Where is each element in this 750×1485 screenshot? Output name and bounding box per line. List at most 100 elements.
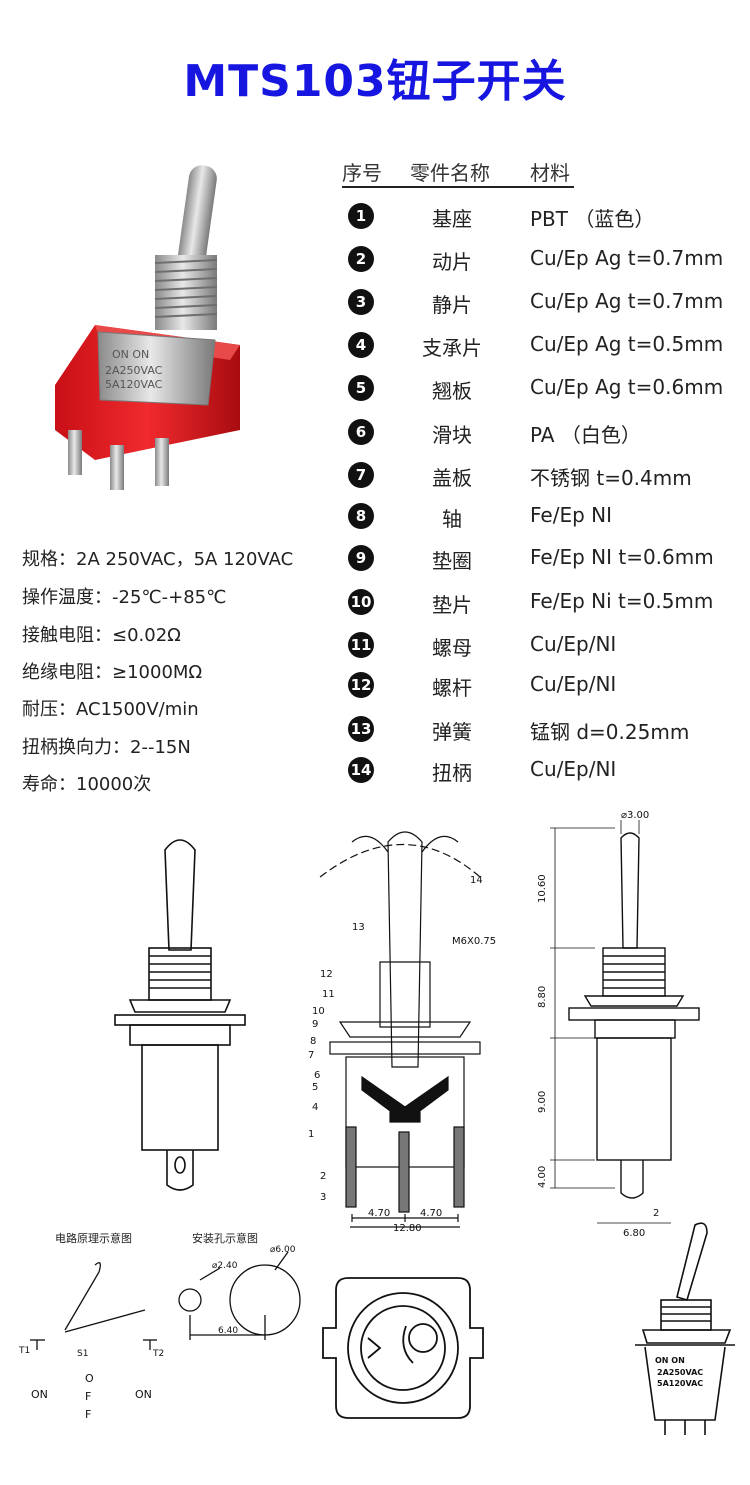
part-name: 动片: [432, 250, 472, 274]
part-material: PBT （蓝色）: [530, 207, 655, 231]
part-material: Cu/Ep Ag t=0.6mm: [530, 375, 724, 399]
side-view-drawing: ⌀3.00 10.60 8.80 9.00 4.00 2 6.80: [537, 810, 700, 1239]
part-material: Cu/Ep Ag t=0.5mm: [530, 332, 724, 356]
dim-body: 9.00: [537, 1091, 548, 1113]
part-name: 翘板: [432, 379, 472, 403]
part-material: Cu/Ep/NI: [530, 672, 617, 696]
dim-width: 6.80: [623, 1228, 645, 1239]
row-number: 2: [348, 246, 374, 272]
header-divider: [342, 186, 574, 188]
part-name: 垫片: [432, 593, 472, 617]
table-row: 11 螺母 Cu/Ep/NI: [0, 631, 750, 661]
mount-dim-small: ⌀2.40: [212, 1261, 238, 1271]
part-name: 垫圈: [432, 549, 472, 573]
part-label-1: 1: [308, 1129, 314, 1140]
terminal-s1: S1: [77, 1349, 88, 1359]
position-off-f1: F: [85, 1390, 91, 1403]
part-label-8: 8: [310, 1036, 316, 1047]
part-name: 扭柄: [432, 761, 472, 785]
row-number: 9: [348, 545, 374, 571]
mount-dim-large: ⌀6.00: [270, 1245, 296, 1255]
part-name: 滑块: [432, 423, 472, 447]
part-material: Cu/Ep/NI: [530, 757, 617, 781]
col-header-no: 序号: [342, 161, 382, 185]
part-label-2: 2: [320, 1171, 326, 1182]
table-row: 9 垫圈 Fe/Ep NI t=0.6mm: [0, 544, 750, 574]
spec-contact-resistance: 接触电阻：≤0.02Ω: [22, 625, 181, 646]
row-number: 11: [348, 632, 374, 658]
position-off-f2: F: [85, 1408, 91, 1421]
dim-small: 2: [653, 1208, 659, 1219]
part-label-9: 9: [312, 1019, 318, 1030]
iso-marking-1: ON ON: [655, 1356, 685, 1365]
part-name: 弹簧: [432, 720, 472, 744]
position-off-o: O: [85, 1372, 94, 1385]
isometric-drawing: ON ON 2A250VAC 5A120VAC: [635, 1222, 735, 1435]
top-view-drawing: [322, 1277, 484, 1419]
part-name: 轴: [442, 507, 462, 531]
part-material: Cu/Ep Ag t=0.7mm: [530, 246, 724, 270]
mount-dim-spacing: 6.40: [218, 1326, 238, 1336]
mounting-hole-diagram: ⌀2.40 ⌀6.00 6.40: [178, 1245, 301, 1340]
front-view-drawing: [114, 839, 246, 1191]
part-label-7: 7: [308, 1050, 314, 1061]
iso-marking-3: 5A120VAC: [657, 1379, 703, 1388]
terminal-t2: T2: [152, 1349, 164, 1359]
table-row: 6 滑块 PA （白色）: [0, 418, 750, 448]
row-number: 10: [348, 589, 374, 615]
table-row: 13 弹簧 锰钢 d=0.25mm: [0, 715, 750, 745]
spec-force: 扭柄换向力：2--15N: [22, 737, 191, 758]
col-header-name: 零件名称: [410, 161, 490, 185]
part-material: 锰钢 d=0.25mm: [530, 720, 690, 744]
spec-insulation: 绝缘电阻：≥1000MΩ: [22, 662, 203, 683]
position-on-right: ON: [135, 1388, 152, 1401]
table-row: 2 动片 Cu/Ep Ag t=0.7mm: [0, 245, 750, 275]
terminal-t1: T1: [18, 1346, 30, 1356]
dim-lever-len: 10.60: [537, 874, 548, 903]
row-number: 5: [348, 375, 374, 401]
part-name: 支承片: [422, 336, 482, 360]
part-material: 不锈钢 t=0.4mm: [530, 466, 692, 490]
table-row: 3 静片 Cu/Ep Ag t=0.7mm: [0, 288, 750, 318]
table-row: 12 螺杆 Cu/Ep/NI: [0, 671, 750, 701]
mount-title: 安装孔示意图: [192, 1232, 258, 1245]
row-number: 4: [348, 332, 374, 358]
part-material: Cu/Ep/NI: [530, 632, 617, 656]
row-number: 7: [348, 462, 374, 488]
thread-label: M6X0.75: [452, 936, 496, 947]
page-title: MTS103钮子开关: [183, 56, 567, 107]
part-material: Fe/Ep NI: [530, 503, 613, 527]
part-label-11: 11: [322, 989, 335, 1000]
position-on-left: ON: [31, 1388, 48, 1401]
row-number: 13: [348, 716, 374, 742]
part-label-3: 3: [320, 1192, 326, 1203]
table-row: 10 垫片 Fe/Ep Ni t=0.5mm: [0, 588, 750, 618]
dim-left: 4.70: [368, 1208, 390, 1219]
row-number: 1: [348, 203, 374, 229]
part-label-5: 5: [312, 1082, 318, 1093]
part-name: 螺杆: [432, 676, 472, 700]
table-row: 14 扭柄 Cu/Ep/NI: [0, 756, 750, 786]
part-name: 螺母: [432, 636, 472, 660]
photo-marking-3: 5A120VAC: [105, 378, 163, 391]
table-row: 7 盖板 不锈钢 t=0.4mm: [0, 461, 750, 491]
iso-marking-2: 2A250VAC: [657, 1368, 703, 1377]
dim-terminal: 4.00: [537, 1166, 548, 1188]
part-label-6: 6: [314, 1070, 320, 1081]
part-label-4: 4: [312, 1102, 318, 1113]
dim-lever-dia: ⌀3.00: [621, 810, 649, 821]
dim-bushing: 8.80: [537, 986, 548, 1008]
row-number: 12: [348, 672, 374, 698]
part-name: 盖板: [432, 466, 472, 490]
photo-marking-2: 2A250VAC: [105, 364, 163, 377]
row-number: 6: [348, 419, 374, 445]
row-number: 3: [348, 289, 374, 315]
row-number: 14: [348, 757, 374, 783]
circuit-title: 电路原理示意图: [55, 1232, 132, 1245]
part-label-13: 13: [352, 922, 365, 933]
toggle-switch-photo: ON ON 2A250VAC 5A120VAC: [55, 165, 240, 490]
dim-right: 4.70: [420, 1208, 442, 1219]
table-row: 4 支承片 Cu/Ep Ag t=0.5mm: [0, 331, 750, 361]
part-name: 静片: [432, 293, 472, 317]
spec-temperature: 操作温度：-25℃-+85℃: [22, 587, 227, 608]
